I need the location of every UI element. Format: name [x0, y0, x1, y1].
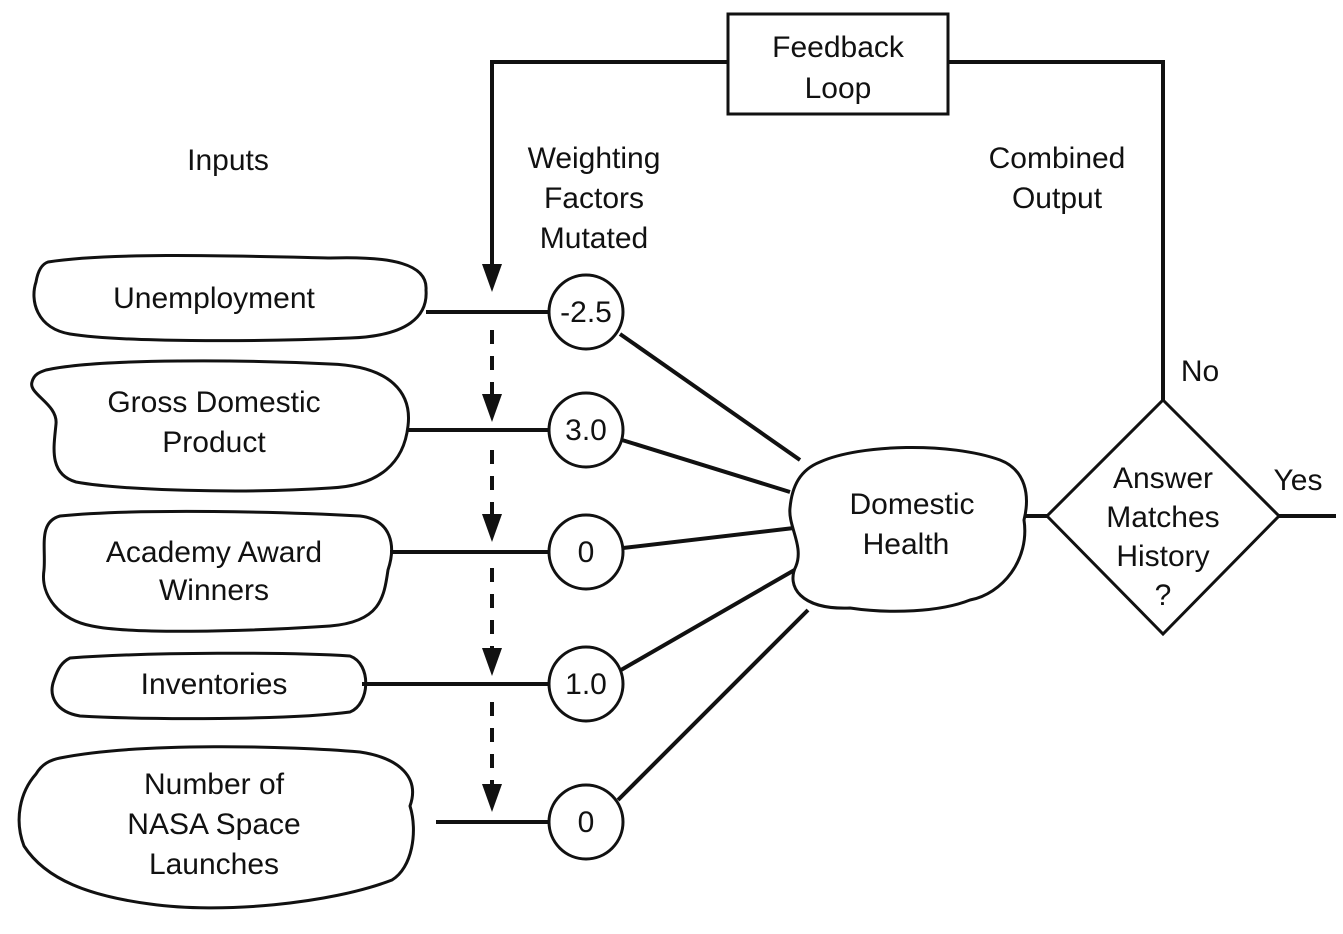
input-blob-gdp [30, 359, 410, 493]
feedback-loop-box: Feedback Loop [726, 12, 950, 116]
domestic-health-blob [788, 446, 1028, 613]
domestic-health-node: Domestic Health [788, 446, 1028, 613]
input-label-nasa-line3: Launches [149, 848, 279, 881]
no-label: No [1181, 355, 1219, 388]
mutation-arrowhead-4 [482, 784, 502, 812]
mutation-arrowhead-2 [482, 514, 502, 542]
edge-nasa-domestic-health [616, 608, 810, 802]
input-label-gdp-line2: Product [162, 426, 266, 459]
weight-circle-academy-award [547, 513, 625, 591]
input-blob-academy-award [42, 509, 394, 633]
input-nasa-launches: Number of NASA Space Launches 0 [17, 608, 810, 910]
weight-value-unemployment: -2.5 [560, 296, 612, 329]
feedback-loop-rect [726, 12, 950, 116]
combined-output-line1: Combined [989, 142, 1126, 175]
weight-value-nasa-launches: 0 [578, 806, 595, 839]
feedback-line-left [490, 60, 728, 268]
weight-circle-unemployment [547, 273, 625, 351]
weighting-heading-line1: Weighting [528, 142, 661, 175]
input-label-academy-line2: Winners [159, 574, 269, 607]
edge-academy-domestic-health [622, 526, 795, 550]
weighting-heading-line3: Mutated [540, 222, 648, 255]
input-label-nasa-line1: Number of [144, 768, 285, 801]
weighting-heading-line2: Factors [544, 182, 644, 215]
input-label-gdp-line1: Gross Domestic [107, 386, 320, 419]
weight-value-academy-award: 0 [578, 536, 595, 569]
combined-output-line2: Output [1012, 182, 1103, 215]
domestic-health-label-line2: Health [863, 528, 950, 561]
feedback-line-right [948, 60, 1165, 400]
weight-circle-gdp [547, 391, 625, 469]
edge-inventories-domestic-health [620, 566, 799, 672]
mutation-arrowhead-1 [482, 394, 502, 422]
feedback-loop-label-line1: Feedback [772, 31, 905, 64]
weighting-heading: Weighting Factors Mutated [528, 142, 661, 255]
feedback-loop-label-line2: Loop [805, 72, 872, 105]
input-label-academy-line1: Academy Award [106, 536, 322, 569]
input-label-inventories: Inventories [141, 668, 288, 701]
weight-value-gdp: 3.0 [565, 414, 607, 447]
input-label-nasa-line2: NASA Space [127, 808, 300, 841]
feedback-arrowhead [482, 264, 502, 292]
mutation-arrows [482, 330, 502, 812]
input-unemployment: Unemployment -2.5 [32, 254, 802, 462]
input-academy-award: Academy Award Winners 0 [42, 509, 795, 633]
input-label-unemployment: Unemployment [113, 282, 315, 315]
weight-value-inventories: 1.0 [565, 668, 607, 701]
weight-circle-nasa-launches [547, 783, 625, 861]
inputs-heading: Inputs [187, 144, 269, 177]
edge-unemployment-domestic-health [618, 332, 802, 462]
edge-gdp-domestic-health [621, 438, 791, 494]
input-gdp: Gross Domestic Product 3.0 [30, 359, 791, 494]
decision-label-line4: ? [1155, 579, 1172, 612]
yes-label: Yes [1274, 464, 1323, 497]
decision-label-line3: History [1116, 540, 1209, 573]
input-blob-nasa-launches [17, 745, 415, 910]
weight-circle-inventories [547, 645, 625, 723]
decision-label-line1: Answer [1113, 462, 1213, 495]
combined-output-heading: Combined Output [989, 142, 1126, 215]
input-blob-unemployment [32, 254, 428, 343]
input-blob-inventories [50, 651, 368, 721]
domestic-health-label-line1: Domestic [849, 488, 974, 521]
mutation-arrowhead-3 [482, 648, 502, 676]
decision-label-line2: Matches [1106, 501, 1219, 534]
feedback-loop-path [482, 60, 1165, 400]
decision-node: Answer Matches History ? [1044, 397, 1282, 637]
decision-diamond [1044, 397, 1282, 637]
input-inventories: Inventories 1.0 [50, 566, 799, 723]
